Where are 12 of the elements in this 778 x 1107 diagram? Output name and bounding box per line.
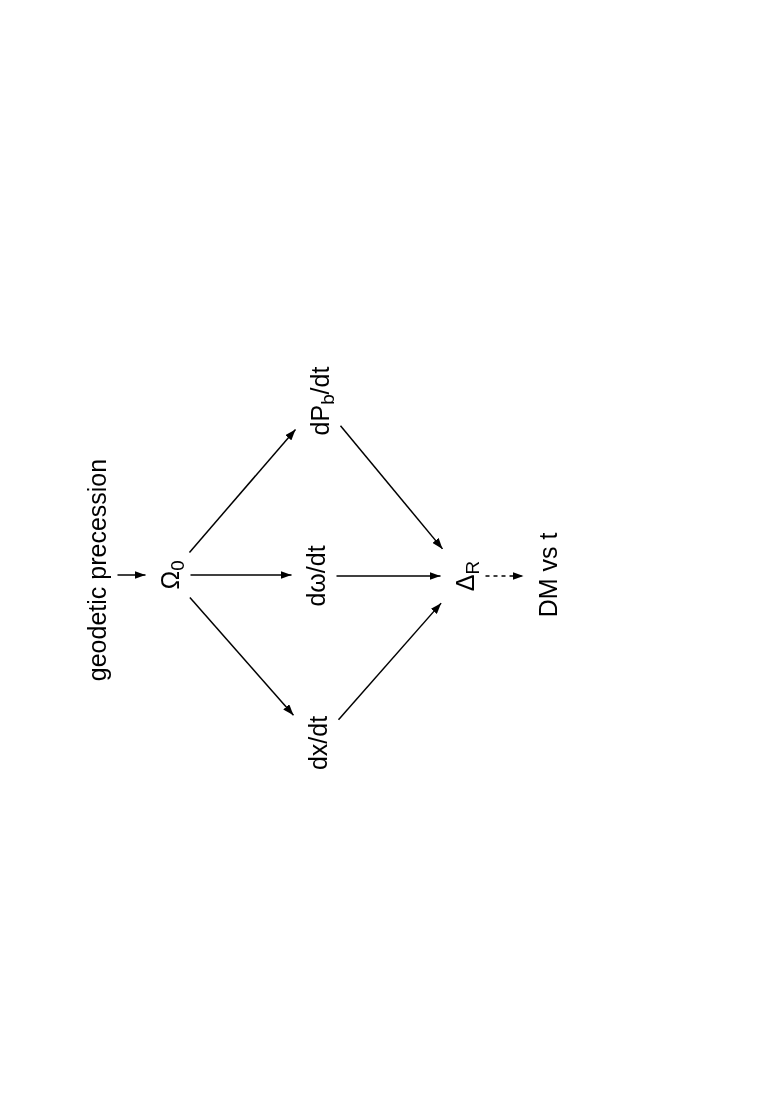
node-label: dx/dt bbox=[305, 715, 331, 771]
node-label: geodetic precession bbox=[84, 458, 110, 682]
arrow bbox=[335, 572, 442, 580]
arrow bbox=[189, 571, 293, 579]
arrow bbox=[116, 571, 147, 579]
arrow bbox=[339, 425, 444, 550]
dashed-arrow bbox=[484, 572, 525, 580]
node-label: DM vs t bbox=[535, 532, 561, 618]
arrow bbox=[188, 428, 297, 554]
arrow bbox=[189, 596, 295, 716]
node-label: dω/dt bbox=[303, 545, 329, 607]
arrow bbox=[337, 602, 442, 721]
